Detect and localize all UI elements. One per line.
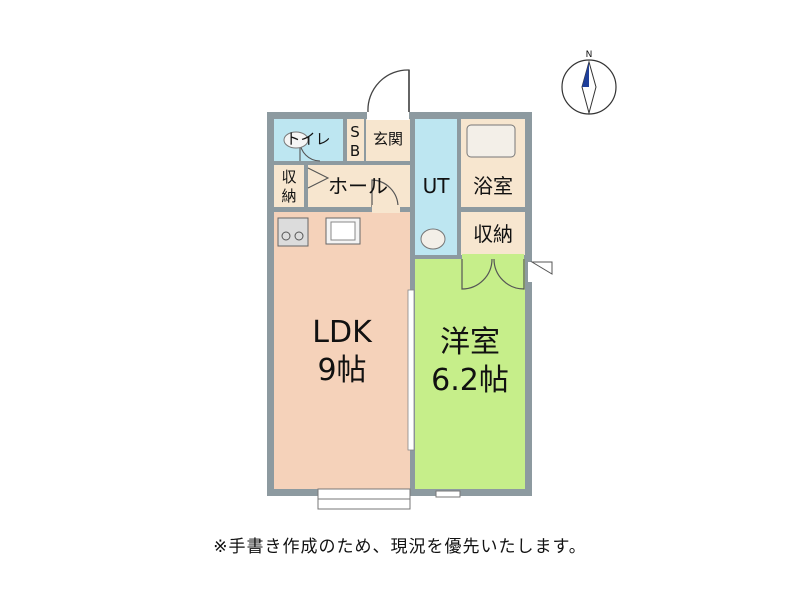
bathroom-label: 浴室 [473, 174, 513, 198]
entrance-door-gap [367, 110, 409, 120]
toilet-bowl-icon [283, 131, 309, 149]
storage-right-label: 収納 [473, 222, 513, 246]
storage-left-label-top: 収 [281, 168, 296, 186]
western-size-label: 6.2帖 [431, 363, 509, 398]
sb-floor [347, 119, 364, 161]
entrance-floor [366, 119, 410, 161]
compass: N [561, 50, 617, 115]
window-western-bottom [435, 490, 461, 498]
exterior-door-gap [528, 262, 536, 282]
toilet-label: トイレ [285, 130, 330, 148]
western-name-label: 洋室 [440, 325, 500, 360]
western-door-gap [462, 254, 524, 262]
ldk-floor [274, 212, 410, 489]
kitchen-stove-icon [277, 217, 309, 247]
storage-left-label-bottom: 納 [281, 187, 296, 205]
storage-right-floor [461, 212, 525, 255]
exterior-door-swing [530, 261, 553, 275]
western-door-swing-right [493, 258, 525, 290]
hall-floor [308, 165, 410, 207]
hall-door-swing [371, 179, 399, 208]
storage-left-door [307, 167, 330, 189]
hall-label: ホール [328, 174, 388, 198]
sb-label-top: S [350, 123, 360, 141]
sliding-door [407, 289, 415, 451]
entrance-label: 玄関 [373, 130, 403, 148]
hall-door-gap [372, 205, 400, 213]
sb-label-bottom: B [350, 142, 360, 160]
western-door-swing-left [461, 258, 493, 290]
ldk-size-label: 9帖 [317, 353, 366, 388]
ut-label: UT [423, 174, 451, 198]
ldk-name-label: LDK [312, 315, 373, 350]
western-floor [415, 259, 525, 489]
bathtub-icon [466, 124, 516, 158]
compass-north-label: N [586, 50, 593, 60]
storage-left-floor [274, 165, 304, 207]
disclaimer-note: ※手書き作成のため、現況を優先いたします。 [213, 537, 587, 557]
washbasin-icon [420, 228, 446, 250]
entrance-door-swing [367, 69, 410, 113]
